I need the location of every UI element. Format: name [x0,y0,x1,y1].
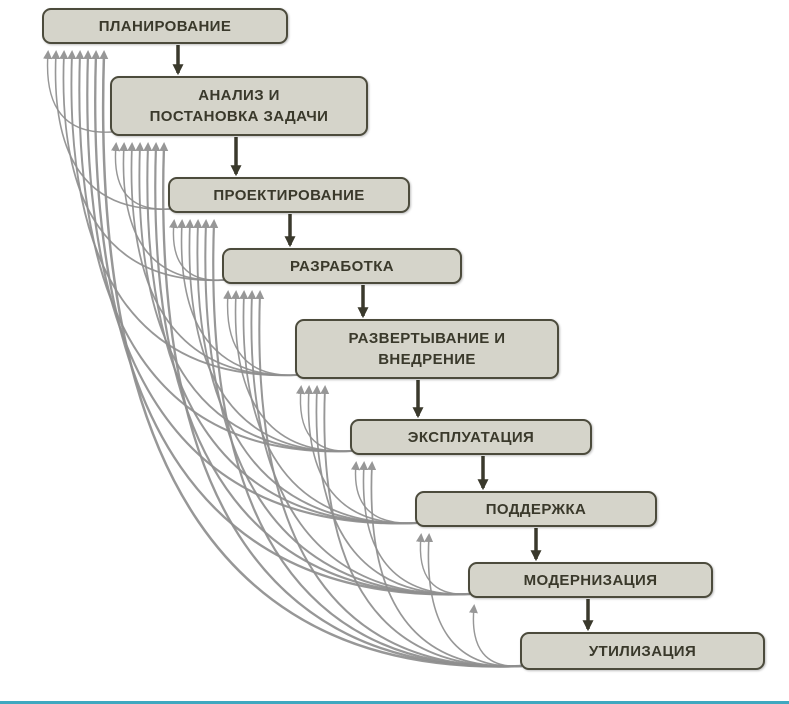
bottom-border-line [0,701,789,704]
node-design: ПРОЕКТИРОВАНИЕ [168,177,410,213]
node-label: ПОСТАНОВКА ЗАДАЧИ [149,108,329,125]
feedback-arrow [151,142,471,596]
feedback-arrow [99,50,523,668]
feedback-arrow [185,219,353,453]
feedback-arrow [159,142,523,668]
node-label: ПРОЕКТИРОВАНИЕ [213,186,365,204]
feedback-arrow [350,461,418,524]
feedback-arrow [119,142,225,281]
feedback-arrow [247,290,471,596]
node-analysis: АНАЛИЗ И ПОСТАНОВКА ЗАДАЧИ [110,76,368,136]
feedback-arrow [223,290,298,376]
node-label: ВНЕДРЕНИЕ [378,351,476,368]
feedback-arrow [193,219,418,525]
node-label: ЭКСПЛУАТАЦИЯ [407,428,535,446]
feedback-arrow [239,290,418,525]
feedback-arrow [110,142,171,210]
feedback-arrow [424,533,523,667]
feedback-arrow [312,385,471,596]
feedback-arrow [51,50,171,210]
feedback-arrow [143,142,418,525]
node-label: МОДЕРНИЗАЦИЯ [523,571,658,589]
node-development: РАЗРАБОТКА [222,248,462,284]
feedback-arrow [135,142,353,453]
feedback-arrow [231,290,353,452]
feedback-arrow [201,219,471,596]
node-operation: ЭКСПЛУАТАЦИЯ [350,419,592,455]
feedback-arrow [468,604,523,667]
feedback-arrow [59,50,225,282]
node-deployment: РАЗВЕРТЫВАНИЕ И ВНЕДРЕНИЕ [295,319,559,379]
node-label: УТИЛИЗАЦИЯ [588,642,697,660]
node-disposal: УТИЛИЗАЦИЯ [520,632,765,670]
feedback-arrow [177,219,298,376]
feedback-arrow [43,50,113,133]
feedback-arrow [255,290,523,668]
feedback-arrow [91,50,471,596]
node-modernization: МОДЕРНИЗАЦИЯ [468,562,713,598]
node-planning: ПЛАНИРОВАНИЕ [42,8,288,44]
feedback-arrow [367,461,523,668]
node-label: РАЗВЕРТЫВАНИЕ И [348,330,506,347]
feedback-arrow [304,385,418,524]
feedback-arrow [75,50,353,453]
feedback-arrow [67,50,298,377]
feedback-arrow [83,50,418,525]
node-label: АНАЛИЗ И [198,87,280,104]
node-label: ПОДДЕРЖКА [485,500,587,518]
feedback-arrow [209,219,523,668]
node-support: ПОДДЕРЖКА [415,491,657,527]
feedback-arrow [320,385,523,668]
node-label: РАЗРАБОТКА [289,257,395,275]
feedback-arrow [359,461,471,595]
node-label: ПЛАНИРОВАНИЕ [98,17,232,35]
